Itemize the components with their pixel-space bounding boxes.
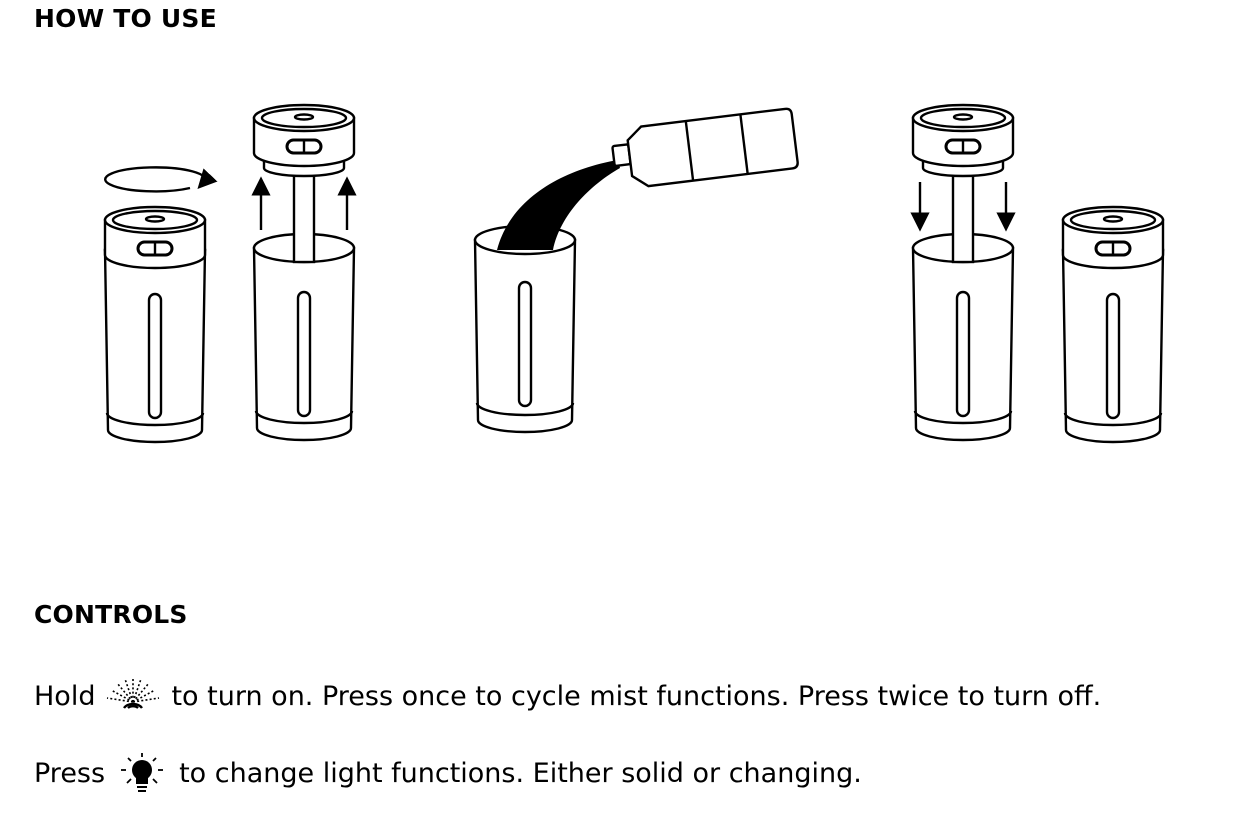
step-3-pour-water	[473, 107, 799, 434]
humidifier-wick	[951, 168, 975, 264]
humidifier-cap	[103, 205, 207, 270]
rotate-arrow-icon	[104, 166, 218, 193]
humidifier-cap	[911, 103, 1015, 168]
water-bottle	[611, 107, 799, 188]
controls-heading: CONTROLS	[34, 600, 188, 629]
humidifier-cap	[1061, 205, 1165, 270]
light-prefix: Press	[34, 757, 106, 789]
water-stream	[497, 160, 620, 250]
step-1-twist-cap	[103, 166, 218, 444]
step-5-assembled	[1061, 205, 1165, 444]
humidifier-body	[911, 232, 1015, 442]
how-to-use-illustration	[103, 103, 1165, 444]
humidifier-body	[252, 232, 356, 442]
light-control-instruction: Press to change light functions. Either …	[34, 752, 862, 794]
mist-prefix: Hold	[34, 680, 96, 712]
humidifier-wick	[292, 168, 316, 264]
light-bulb-icon	[121, 753, 164, 792]
humidifier-cap	[252, 103, 356, 168]
how-to-use-heading: HOW TO USE	[34, 4, 217, 33]
step-2-lift-cap	[251, 103, 357, 442]
light-text: to change light functions. Either solid …	[179, 757, 862, 789]
step-4-replace-cap	[910, 103, 1016, 442]
mist-icon	[107, 678, 160, 712]
mist-text: to turn on. Press once to cycle mist fun…	[171, 680, 1102, 712]
mist-control-instruction: Hold to turn on. Press once to cycle mis…	[34, 676, 1101, 716]
